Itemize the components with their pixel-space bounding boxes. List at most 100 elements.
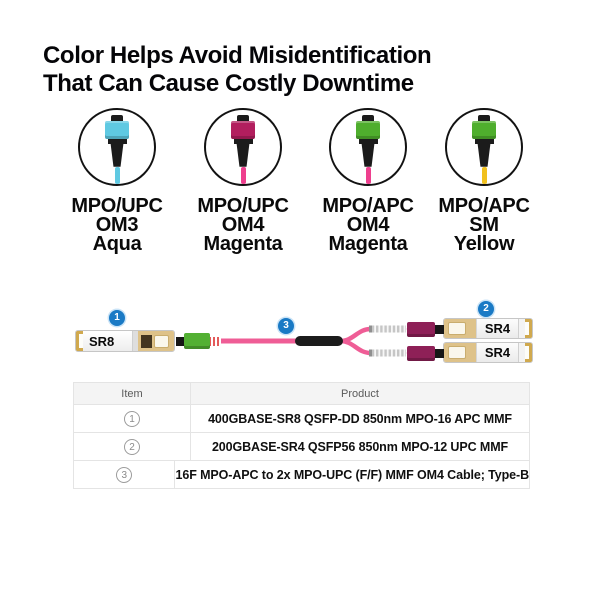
title-line-2: That Can Cause Costly Downtime [43, 70, 414, 97]
legend-item-om4-upc-magenta: MPO/UPC OM4 Magenta [181, 108, 305, 254]
connector-boot [236, 143, 250, 167]
badge-2: 2 [478, 301, 494, 317]
mpo-connector-illustration [105, 115, 129, 184]
connector-housing [105, 120, 129, 139]
module-port-section [444, 319, 476, 338]
mpo-apc-green-connector [184, 333, 210, 349]
color-name: Yellow [453, 233, 515, 255]
gold-contact-edge [76, 331, 83, 351]
connector-boot [361, 143, 375, 167]
connector-type: MPO/APC [438, 195, 530, 217]
module-port-opening [141, 334, 152, 348]
product-cell: 16F MPO-APC to 2x MPO-UPC (F/F) MMF OM4 … [175, 461, 529, 488]
breakout-cable-drawing [215, 325, 407, 357]
module-latch [132, 331, 138, 351]
module-label: SR4 [484, 345, 511, 360]
header-item: Item [74, 383, 191, 404]
product-cell: 400GBASE-SR8 QSFP-DD 850nm MPO-16 APC MM… [191, 405, 529, 432]
connector-housing [472, 120, 496, 139]
transceiver-sr8: SR8 [75, 330, 175, 352]
legend-label: MPO/UPC OM4 Magenta [181, 196, 305, 255]
module-label-area: SR4 [476, 319, 518, 338]
item-cell: 2 [74, 433, 191, 460]
legend-label: MPO/APC SM Yellow [422, 195, 546, 255]
legend-label: MPO/APC OM4 Magenta [306, 195, 430, 255]
mpo-upc-magenta-connector-bottom [407, 345, 435, 361]
color-name: Magenta [328, 233, 408, 255]
connector-cable [365, 166, 371, 184]
cable-splitter [295, 336, 343, 346]
connector-ferrule-icon [478, 115, 490, 121]
table-row: 3 16F MPO-APC to 2x MPO-UPC (F/F) MMF OM… [74, 460, 529, 488]
connector-circle [445, 108, 523, 186]
module-port-slot [154, 334, 169, 348]
connector-flange [474, 138, 494, 144]
transceiver-sr4-top: SR4 [443, 318, 533, 339]
product-table: Item Product 1 400GBASE-SR8 QSFP-DD 850n… [73, 382, 530, 489]
connector-circle [78, 108, 156, 186]
mpo-upc-magenta-connector-top [407, 321, 435, 337]
gold-contact-edge [525, 319, 532, 338]
cable-stripe-band [209, 337, 221, 346]
mpo-upc-ferrule-bottom [433, 348, 444, 358]
connector-circle [204, 108, 282, 186]
mpo-connector-illustration [231, 115, 255, 184]
legend-label: MPO/UPC OM3 Aqua [55, 195, 179, 255]
badge-1: 1 [109, 310, 125, 326]
connector-cable [240, 166, 246, 184]
item-number-circle: 2 [124, 438, 140, 455]
module-port-slot [448, 346, 466, 359]
connector-flange [358, 138, 378, 144]
fiber-type: OM4 [346, 214, 390, 236]
item-number-circle: 3 [116, 466, 133, 483]
module-label-area: SR4 [476, 343, 518, 362]
mpo-connector-illustration [472, 115, 496, 184]
title-line-1: Color Helps Avoid Misidentification [43, 42, 432, 69]
fiber-type: OM3 [95, 214, 139, 236]
connector-type: MPO/APC [322, 195, 414, 217]
color-name: Magenta [203, 233, 283, 255]
mpo-connector-illustration [356, 115, 380, 184]
connector-ferrule-icon [362, 115, 374, 121]
page-title: Color Helps Avoid Misidentification That… [43, 42, 432, 98]
connector-type: MPO/UPC [71, 195, 163, 217]
module-port-section [138, 331, 174, 351]
module-latch [518, 343, 525, 362]
fiber-type: SM [469, 214, 499, 236]
product-name: 16F MPO-APC to 2x MPO-UPC (F/F) MMF OM4 … [175, 467, 529, 482]
connector-cable [481, 166, 487, 184]
legend-item-om4-apc-magenta: MPO/APC OM4 Magenta [306, 108, 430, 254]
gold-contact-edge [525, 343, 532, 362]
connector-boot [477, 143, 491, 167]
product-name: 400GBASE-SR8 QSFP-DD 850nm MPO-16 APC MM… [208, 411, 512, 426]
legend-item-sm-yellow: MPO/APC SM Yellow [422, 108, 546, 254]
connector-boot [110, 143, 124, 167]
legend-item-om3-aqua: MPO/UPC OM3 Aqua [55, 108, 179, 254]
table-row: 2 200GBASE-SR4 QSFP56 850nm MPO-12 UPC M… [74, 432, 529, 460]
module-port-section [444, 343, 476, 362]
header-product: Product [341, 387, 379, 400]
connector-flange [233, 138, 253, 144]
connector-housing [231, 120, 255, 139]
item-cell: 3 [74, 461, 176, 488]
module-latch [518, 319, 525, 338]
badge-3: 3 [278, 318, 294, 334]
color-name: Aqua [92, 233, 142, 255]
connector-flange [107, 138, 127, 144]
item-number-circle: 1 [124, 410, 140, 427]
fiber-type: OM4 [221, 214, 265, 236]
mpo-upc-ferrule-top [433, 324, 444, 334]
product-name: 200GBASE-SR4 QSFP56 850nm MPO-12 UPC MMF [211, 439, 509, 454]
module-label: SR8 [89, 333, 115, 349]
connector-ferrule-icon [111, 115, 123, 121]
module-port-slot [448, 322, 466, 335]
module-label-area: SR8 [83, 331, 132, 351]
connector-cable [114, 166, 120, 184]
connector-housing [356, 120, 380, 139]
connector-circle [329, 108, 407, 186]
table-header-row: Item Product [74, 383, 529, 404]
mpo-apc-ferrule [176, 336, 185, 346]
product-cell: 200GBASE-SR4 QSFP56 850nm MPO-12 UPC MMF [191, 433, 529, 460]
transceiver-sr4-bottom: SR4 [443, 342, 533, 363]
